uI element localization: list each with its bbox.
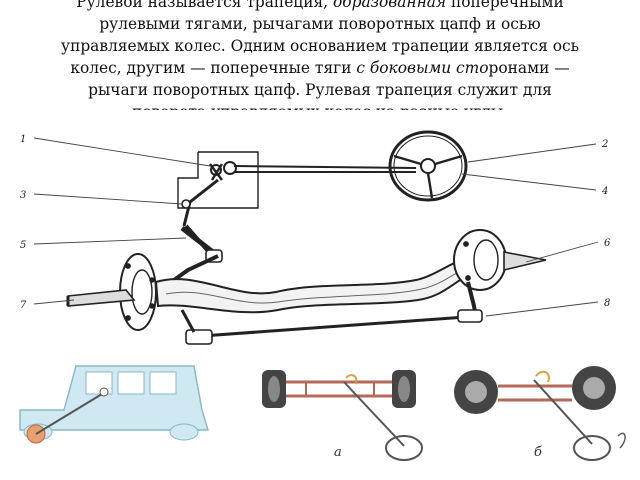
variant-a-label: а [334, 445, 342, 460]
variant-b-label: б [534, 445, 542, 460]
callout-2: 2 [601, 139, 608, 150]
emphasis-obrazovannaya: образованная [332, 0, 447, 11]
callout-4: 4 [601, 186, 608, 197]
callout-8: 8 [604, 298, 610, 309]
drag-link [172, 226, 223, 282]
tie-rod [180, 309, 483, 345]
text-line-3: управляемых колес. Одним основанием трап… [61, 37, 579, 55]
callout-6: 6 [604, 238, 611, 249]
callout-5: 5 [20, 240, 26, 251]
figure-drawing: 1 2 3 4 5 6 7 8 [6, 110, 634, 480]
callout-leaders [33, 137, 599, 317]
callout-7: 7 [20, 300, 27, 311]
text-line-5: рычаги поворотных цапф. Рулевая трапеция… [88, 81, 552, 99]
callout-1: 1 [20, 134, 26, 145]
text-line-2: рулевыми тягами, рычагами поворотных цап… [99, 15, 541, 33]
steering-wheel-icon [388, 130, 468, 202]
paragraph: Рулевой называется трапеция, образованна… [8, 0, 632, 123]
text-line-4: колес, другим — поперечные тяги с боковы… [70, 59, 570, 77]
emphasis-s-bokovymi: с боковыми сто [356, 59, 489, 77]
steering-gear [209, 161, 237, 181]
steering-trapezoid-figure: 1 2 3 4 5 6 7 8 [6, 110, 634, 480]
callout-numbers: 1 2 3 4 5 6 7 8 [20, 134, 611, 311]
variant-b-diagram [454, 366, 626, 461]
left-wheel-hub [119, 253, 157, 331]
car-silhouette [19, 365, 209, 444]
callout-3: 3 [20, 190, 26, 201]
steering-column [233, 165, 417, 173]
variant-a-diagram [262, 370, 423, 461]
text-line-1: Рулевой называется трапеция, образованна… [8, 0, 632, 13]
steering-box-outline [177, 151, 259, 209]
right-wheel-hub [453, 229, 547, 291]
